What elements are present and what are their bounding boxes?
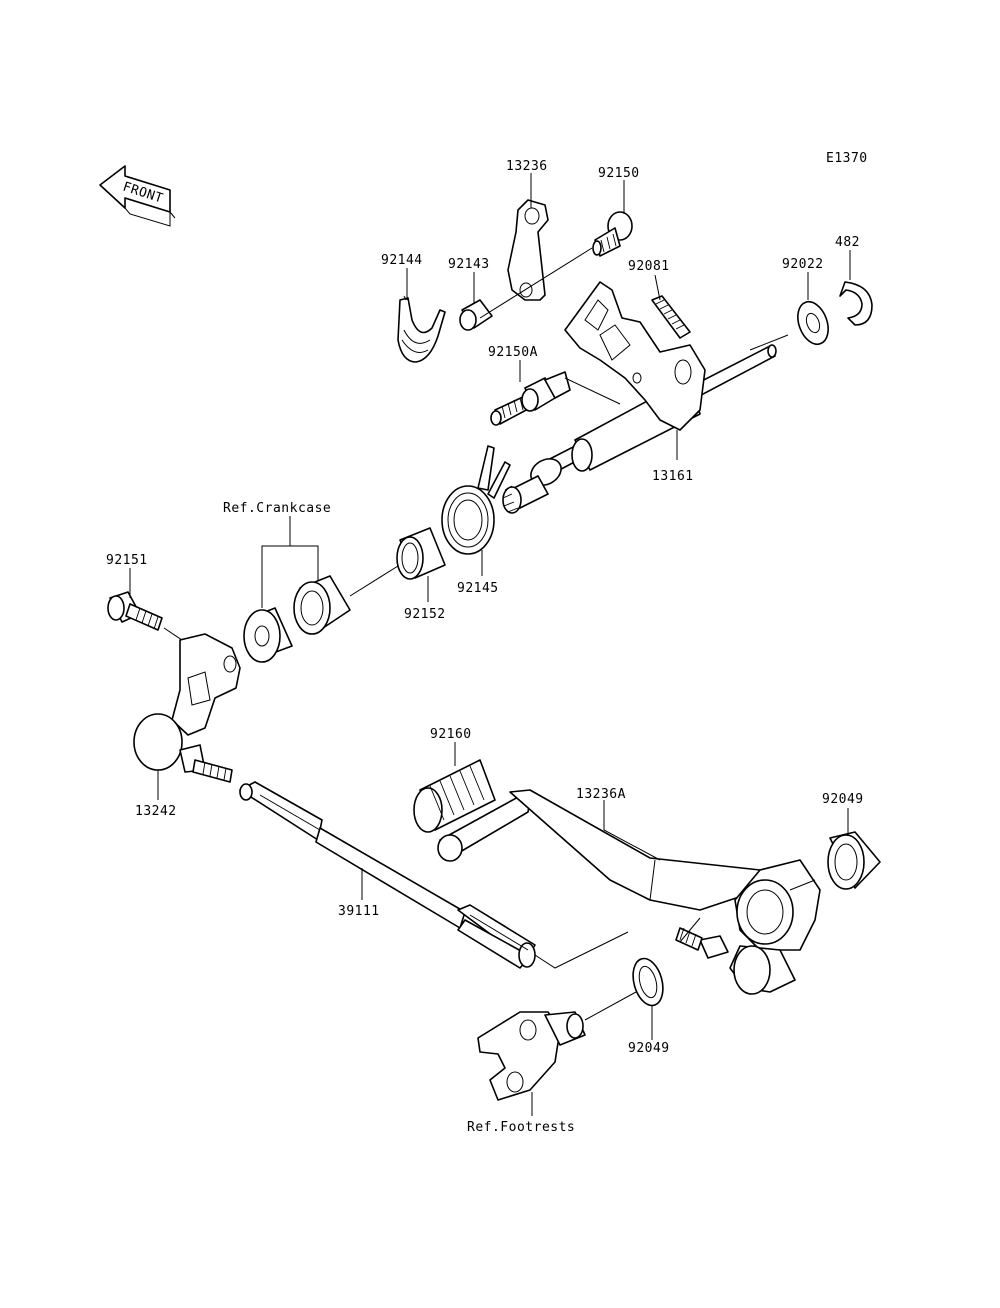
label-13161: 13161 [652, 469, 694, 484]
seal-92049-bottom [632, 957, 664, 1007]
label-92049-bottom: 92049 [628, 1041, 670, 1056]
bolt-92150A [490, 371, 571, 426]
label-ref-crankcase: Ref.Crankcase [223, 501, 331, 516]
label-92150A: 92150A [488, 345, 538, 360]
bearing-outer [293, 575, 351, 635]
screw-92150 [592, 211, 633, 257]
circlip-482 [839, 281, 873, 326]
label-92143: 92143 [448, 257, 490, 272]
label-92160: 92160 [430, 727, 472, 742]
label-13236: 13236 [506, 159, 548, 174]
label-ref-footrests: Ref.Footrests [467, 1120, 575, 1135]
seal-92049-top [827, 831, 881, 890]
label-13236A: 13236A [576, 787, 626, 802]
label-92145: 92145 [457, 581, 499, 596]
spring-92144 [397, 295, 446, 363]
rubber-92160 [413, 759, 496, 833]
label-92081: 92081 [628, 259, 670, 274]
label-482: 482 [835, 235, 860, 250]
bolt-92151 [107, 591, 163, 631]
figure-code: E1370 [826, 151, 868, 166]
shift-pedal-13236A [437, 789, 821, 995]
label-39111: 39111 [338, 904, 380, 919]
label-92152: 92152 [404, 607, 446, 622]
label-92049-top: 92049 [822, 792, 864, 807]
shift-lever-13242 [133, 633, 241, 783]
label-92150: 92150 [598, 166, 640, 181]
spring-92081 [651, 295, 691, 339]
shift-arm-13236 [507, 199, 549, 301]
spring-92145 [441, 445, 511, 555]
label-92022: 92022 [782, 257, 824, 272]
label-92144: 92144 [381, 253, 423, 268]
bushing-92152 [396, 527, 446, 580]
shift-shaft [502, 281, 777, 514]
label-92151: 92151 [106, 553, 148, 568]
tie-rod-39111 [239, 781, 536, 969]
bearing-inner [243, 607, 293, 663]
collar-92143 [459, 299, 493, 331]
front-arrow-icon: FRONT [99, 165, 176, 227]
footrest-bracket [477, 1011, 586, 1101]
label-13242: 13242 [135, 804, 177, 819]
washer-92022 [797, 300, 829, 346]
leader-lines [129, 173, 851, 1116]
